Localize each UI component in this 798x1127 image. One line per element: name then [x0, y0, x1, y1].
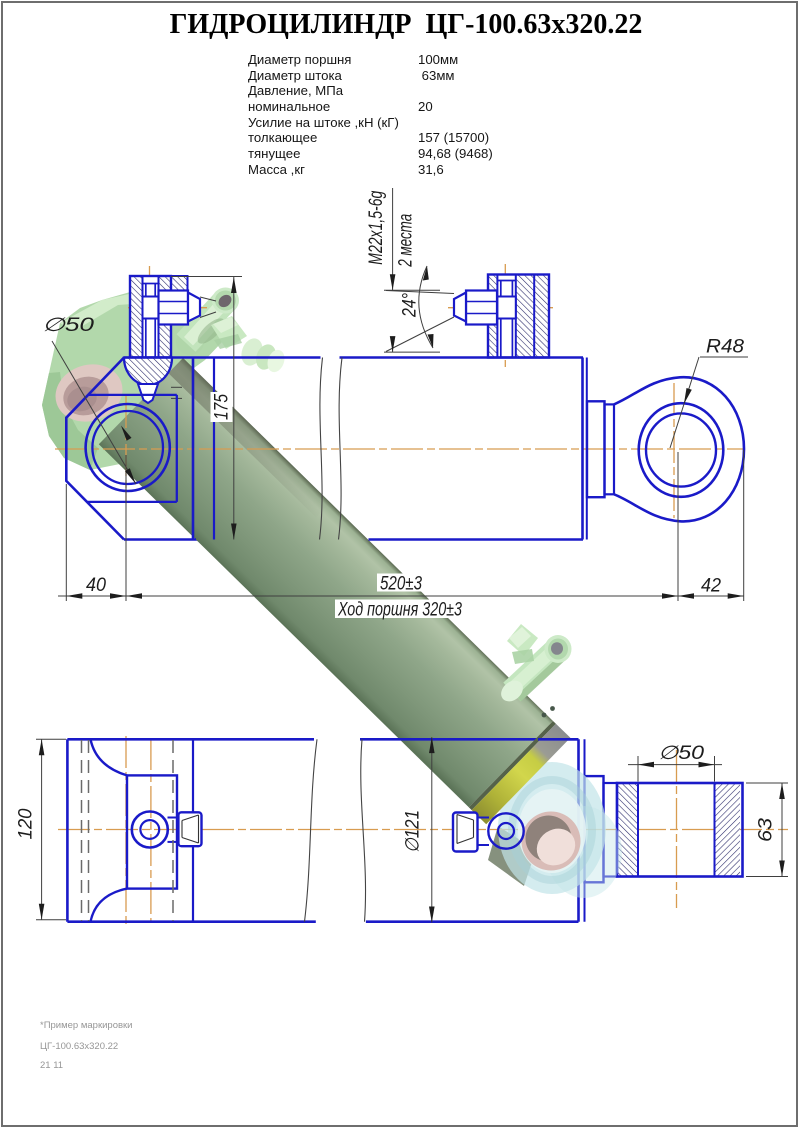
svg-text:ЦГ-100.63х320.22: ЦГ-100.63х320.22: [40, 1041, 118, 1052]
svg-text:520±3: 520±3: [380, 574, 422, 595]
svg-text:∅121: ∅121: [403, 810, 424, 853]
svg-text:42: 42: [701, 576, 721, 597]
svg-text:∅50: ∅50: [42, 315, 95, 336]
svg-text:2 места: 2 места: [396, 214, 417, 268]
svg-text:175: 175: [212, 394, 233, 420]
svg-text:М22х1,5-6g: М22х1,5-6g: [366, 190, 387, 264]
svg-text:63: 63: [756, 818, 777, 842]
svg-text:*Пример маркировки: *Пример маркировки: [40, 1020, 133, 1031]
svg-text:21 11: 21 11: [40, 1060, 63, 1071]
svg-text:40: 40: [86, 575, 106, 596]
svg-text:Ход поршня 320±3: Ход поршня 320±3: [337, 600, 462, 621]
svg-text:∅50: ∅50: [658, 743, 705, 764]
svg-text:120: 120: [15, 808, 36, 839]
svg-text:24°: 24°: [400, 293, 421, 318]
svg-text:R48: R48: [706, 337, 744, 358]
